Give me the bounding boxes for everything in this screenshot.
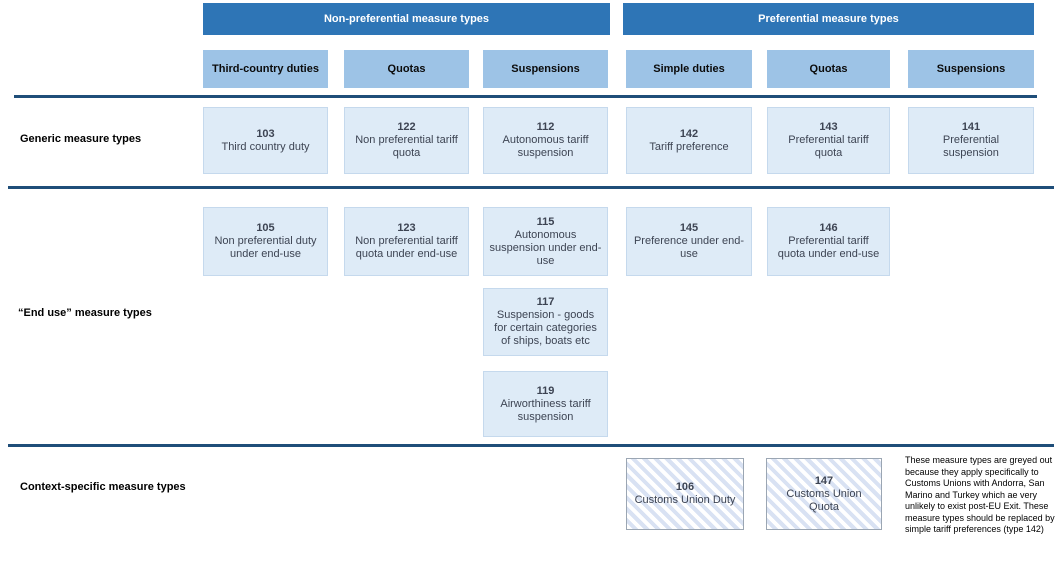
column-header-label: Quotas — [387, 63, 426, 75]
column-header-nonpref-suspensions: Suspensions — [483, 50, 608, 88]
column-header-third-country-duties: Third-country duties — [203, 50, 328, 88]
measure-cell-119: 119 Airworthiness tariff suspension — [483, 371, 608, 437]
column-header-label: Suspensions — [511, 63, 580, 75]
measure-label: Airworthiness tariff suspension — [500, 397, 591, 423]
measure-label: Preference under end-use — [633, 235, 745, 260]
measure-code: 146 — [819, 222, 838, 234]
column-header-label: Suspensions — [936, 63, 1006, 75]
measure-cell-103: 103 Third country duty — [203, 107, 328, 174]
measure-cell-106: 106 Customs Union Duty — [626, 458, 744, 530]
column-header-pref-suspensions: Suspensions — [908, 50, 1034, 88]
measure-cell-142: 142 Tariff preference — [626, 107, 752, 174]
measure-label: Tariff preference — [649, 140, 729, 153]
measure-label: Non preferential tariff quota under end-… — [355, 235, 458, 260]
divider-line — [8, 444, 1054, 447]
measure-label: Suspension - goods for certain categorie… — [494, 309, 597, 347]
divider-line — [14, 95, 1037, 98]
row-label-end-use: “End use” measure types — [18, 307, 152, 319]
measure-cell-117: 117 Suspension - goods for certain categ… — [483, 288, 608, 356]
measure-code: 123 — [397, 222, 416, 234]
measure-code: 119 — [536, 384, 555, 397]
measure-label: Non preferential duty under end-use — [214, 235, 317, 260]
measure-label: Preferential suspension — [942, 134, 1000, 159]
context-note: These measure types are greyed out becau… — [905, 455, 1055, 534]
measure-cell-146: 146 Preferential tariff quota under end-… — [767, 207, 890, 276]
column-header-pref-quotas: Quotas — [767, 50, 890, 88]
group-header-non-preferential: Non-preferential measure types — [203, 3, 610, 35]
group-header-preferential: Preferential measure types — [623, 3, 1034, 35]
measure-code: 143 — [819, 121, 838, 133]
measure-code: 122 — [397, 121, 416, 133]
measure-code: 105 — [256, 222, 275, 234]
row-label-context-specific: Context-specific measure types — [20, 481, 186, 493]
measure-code: 147 — [814, 474, 834, 487]
measure-label: Preferential tariff quota — [788, 134, 869, 159]
measure-label: Customs Union Duty — [634, 494, 736, 506]
column-header-label: Simple duties — [653, 63, 725, 75]
group-header-label: Non-preferential measure types — [323, 13, 490, 25]
measure-cell-141: 141 Preferential suspension — [908, 107, 1034, 174]
measure-label: Autonomous tariff suspension — [502, 134, 589, 159]
measure-code: 141 — [961, 121, 981, 133]
measure-cell-143: 143 Preferential tariff quota — [767, 107, 890, 174]
measure-label: Non preferential tariff quota — [355, 134, 458, 159]
measure-cell-123: 123 Non preferential tariff quota under … — [344, 207, 469, 276]
measure-cell-145: 145 Preference under end-use — [626, 207, 752, 276]
measure-code: 117 — [536, 296, 555, 308]
group-header-label: Preferential measure types — [758, 13, 899, 25]
column-header-label: Third-country duties — [212, 63, 319, 75]
column-header-label: Quotas — [809, 63, 848, 75]
measure-code: 115 — [536, 215, 555, 228]
measure-label: Preferential tariff quota under end-use — [777, 235, 880, 260]
measure-cell-112: 112 Autonomous tariff suspension — [483, 107, 608, 174]
measure-label: Customs Union Quota — [786, 487, 862, 513]
measure-code: 145 — [679, 222, 699, 234]
measure-code: 112 — [536, 121, 555, 133]
divider-line — [8, 186, 1054, 189]
measure-label: Autonomous suspension under end-use — [489, 228, 602, 267]
measure-cell-147: 147 Customs Union Quota — [766, 458, 882, 530]
measure-label: Third country duty — [221, 140, 310, 153]
measure-cell-122: 122 Non preferential tariff quota — [344, 107, 469, 174]
measure-cell-105: 105 Non preferential duty under end-use — [203, 207, 328, 276]
measure-code: 103 — [256, 127, 275, 140]
column-header-simple-duties: Simple duties — [626, 50, 752, 88]
column-header-nonpref-quotas: Quotas — [344, 50, 469, 88]
measure-code: 142 — [679, 127, 699, 140]
row-label-generic: Generic measure types — [20, 133, 142, 145]
measure-cell-115: 115 Autonomous suspension under end-use — [483, 207, 608, 276]
measure-code: 106 — [675, 481, 695, 493]
